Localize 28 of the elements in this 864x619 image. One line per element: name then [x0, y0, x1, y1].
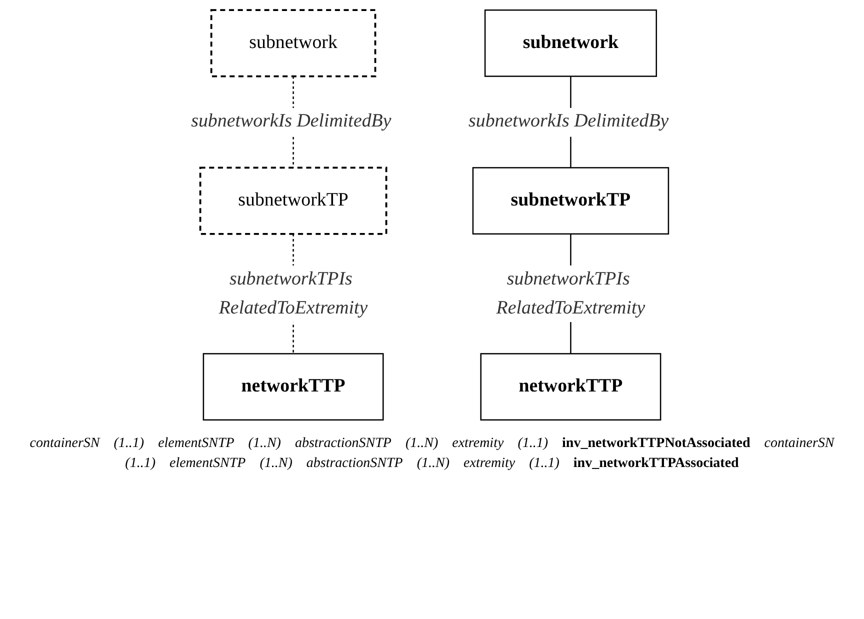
- role-label: (1..1): [529, 456, 560, 472]
- node-box: networkTTP: [202, 353, 384, 421]
- role-label: containerSN: [30, 436, 100, 452]
- node-box: networkTTP: [480, 353, 662, 421]
- edge-label: subnetworkIs DelimitedBy: [468, 112, 669, 132]
- role-label: containerSN: [764, 436, 834, 452]
- role-label: elementSNTP: [169, 456, 246, 472]
- role-label: (1..N): [248, 436, 281, 452]
- node-box: subnetworkTP: [199, 166, 388, 235]
- node-box: subnetwork: [210, 9, 376, 78]
- edge-label: subnetworkTPIs RelatedToExtremity: [496, 269, 646, 318]
- role-label: inv_networkTTPNotAssociated: [562, 436, 750, 452]
- role-label: (1..1): [114, 436, 144, 452]
- role-label: extremity: [464, 456, 516, 472]
- node-box: subnetworkTP: [472, 167, 670, 235]
- role-label: (1..N): [260, 456, 292, 472]
- role-label: inv_networkTTPAssociated: [573, 456, 739, 472]
- edge-label: subnetworkIs DelimitedBy: [191, 112, 392, 132]
- edge-label: subnetworkTPIs RelatedToExtremity: [218, 269, 368, 318]
- role-label: (1..N): [405, 436, 438, 452]
- node-box: subnetwork: [484, 9, 657, 77]
- role-label: abstractionSNTP: [294, 436, 392, 452]
- role-label: (1..1): [518, 436, 548, 452]
- role-label: elementSNTP: [158, 436, 234, 452]
- role-label: (1..N): [416, 456, 450, 472]
- role-label: (1..1): [125, 456, 156, 472]
- role-label: abstractionSNTP: [306, 456, 403, 472]
- role-label: extremity: [452, 436, 504, 452]
